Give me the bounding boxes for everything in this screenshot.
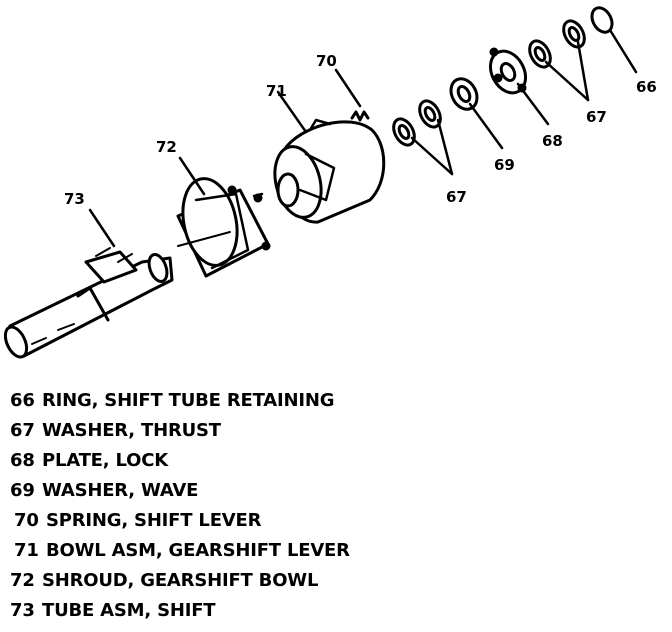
legend-number: 71: [14, 540, 39, 561]
legend-row-70: 70 SPRING, SHIFT LEVER: [10, 506, 660, 536]
gearshift-bowl-part: [252, 118, 386, 224]
callout-67-upper: 67: [586, 108, 607, 126]
callout-66: 66: [636, 78, 657, 96]
shift-tube-part: [3, 247, 174, 359]
legend-row-71: 71 BOWL ASM, GEARSHIFT LEVER: [10, 536, 660, 566]
shroud-part: [176, 177, 271, 278]
legend-number: 70: [14, 510, 39, 531]
callout-71: 71: [266, 82, 287, 100]
legend-text: WASHER, THRUST: [42, 420, 221, 441]
legend-row-72: 72 SHROUD, GEARSHIFT BOWL: [10, 566, 660, 596]
legend-text: BOWL ASM, GEARSHIFT LEVER: [46, 540, 350, 561]
legend-row-68: 68 PLATE, LOCK: [10, 446, 660, 476]
legend-number: 69: [10, 480, 35, 501]
legend-text: SPRING, SHIFT LEVER: [46, 510, 262, 531]
legend-row-73: 73 TUBE ASM, SHIFT: [10, 596, 660, 626]
legend-row-67: 67 WASHER, THRUST: [10, 416, 660, 446]
wave-washer-part: [449, 77, 479, 111]
legend-text: RING, SHIFT TUBE RETAINING: [42, 390, 335, 411]
callout-69: 69: [494, 156, 515, 174]
parts-legend: 66 RING, SHIFT TUBE RETAINING 67 WASHER, T…: [10, 386, 660, 626]
leader-lines: [88, 28, 638, 248]
callout-68: 68: [542, 132, 563, 150]
legend-row-66: 66 RING, SHIFT TUBE RETAINING: [10, 386, 660, 416]
legend-number: 68: [10, 450, 35, 471]
legend-number: 67: [10, 420, 35, 441]
legend-text: PLATE, LOCK: [42, 450, 168, 471]
thrust-washer-upper: [528, 19, 586, 69]
callout-67-lower: 67: [446, 188, 467, 206]
exploded-diagram: 73 72 71 70 67 69 68 67 66: [3, 6, 657, 359]
callout-73: 73: [64, 190, 85, 208]
callout-72: 72: [156, 138, 177, 156]
legend-text: WASHER, WAVE: [42, 480, 199, 501]
legend-number: 66: [10, 390, 35, 411]
legend-row-69: 69 WASHER, WAVE: [10, 476, 660, 506]
legend-text: TUBE ASM, SHIFT: [42, 600, 216, 621]
retaining-ring-part: [590, 6, 614, 34]
legend-number: 73: [10, 600, 35, 621]
lock-plate-part: [488, 47, 528, 95]
callout-70: 70: [316, 52, 337, 70]
thrust-washer-lower: [392, 99, 442, 147]
spring-part: [350, 110, 370, 122]
legend-text: SHROUD, GEARSHIFT BOWL: [42, 570, 319, 591]
legend-number: 72: [10, 570, 35, 591]
